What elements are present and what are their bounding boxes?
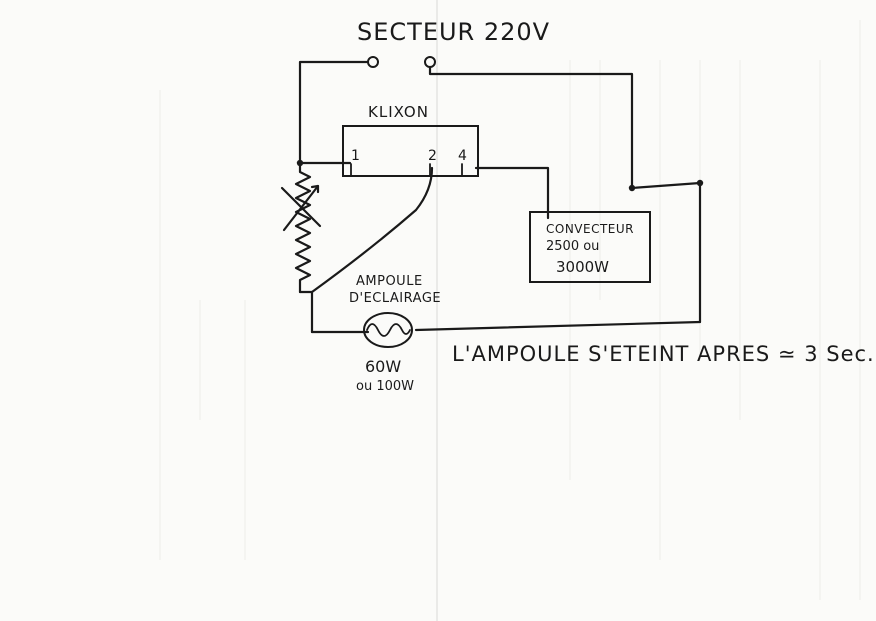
supply-terminal-right — [424, 56, 436, 68]
wire-lamp-return — [414, 320, 702, 332]
behavior-note: L'AMPOULE S'ETEINT APRES ≃ 3 Sec. — [452, 342, 875, 366]
convector-label-2: 2500 ou — [546, 239, 599, 254]
supply-terminal-left — [367, 56, 379, 68]
klixon-terminal-4: 4 — [458, 148, 467, 164]
convector-label-1: CONVECTEUR — [546, 222, 634, 236]
lamp-power-1: 60W — [365, 357, 401, 376]
wire-supply-right — [428, 65, 634, 190]
bleed-through-background — [159, 20, 861, 600]
junction-dot-far-right — [696, 179, 704, 187]
klixon-title: KLIXON — [368, 103, 429, 121]
lamp-title-2: D'ECLAIRAGE — [349, 291, 441, 306]
klixon-terminal-2: 2 — [428, 148, 437, 164]
convector-box — [529, 211, 651, 283]
wire-resistor-to-lamp — [298, 290, 314, 334]
lamp-title-1: AMPOULE — [356, 274, 423, 289]
lamp-filament — [366, 323, 411, 337]
wire-right-return — [630, 181, 702, 324]
variable-resistor — [294, 161, 312, 294]
supply-title: SECTEUR 220V — [357, 18, 550, 46]
klixon-terminal-1: 1 — [351, 148, 360, 164]
lamp-bulb — [363, 312, 413, 348]
convector-label-3: 3000W — [556, 258, 609, 276]
lamp-power-2: ou 100W — [356, 379, 414, 394]
wire-terminal-4-to-convector — [474, 166, 550, 220]
wire-terminal-2-to-lamp — [310, 166, 434, 294]
wire-supply-left — [298, 60, 370, 165]
klixon-box — [342, 125, 479, 177]
